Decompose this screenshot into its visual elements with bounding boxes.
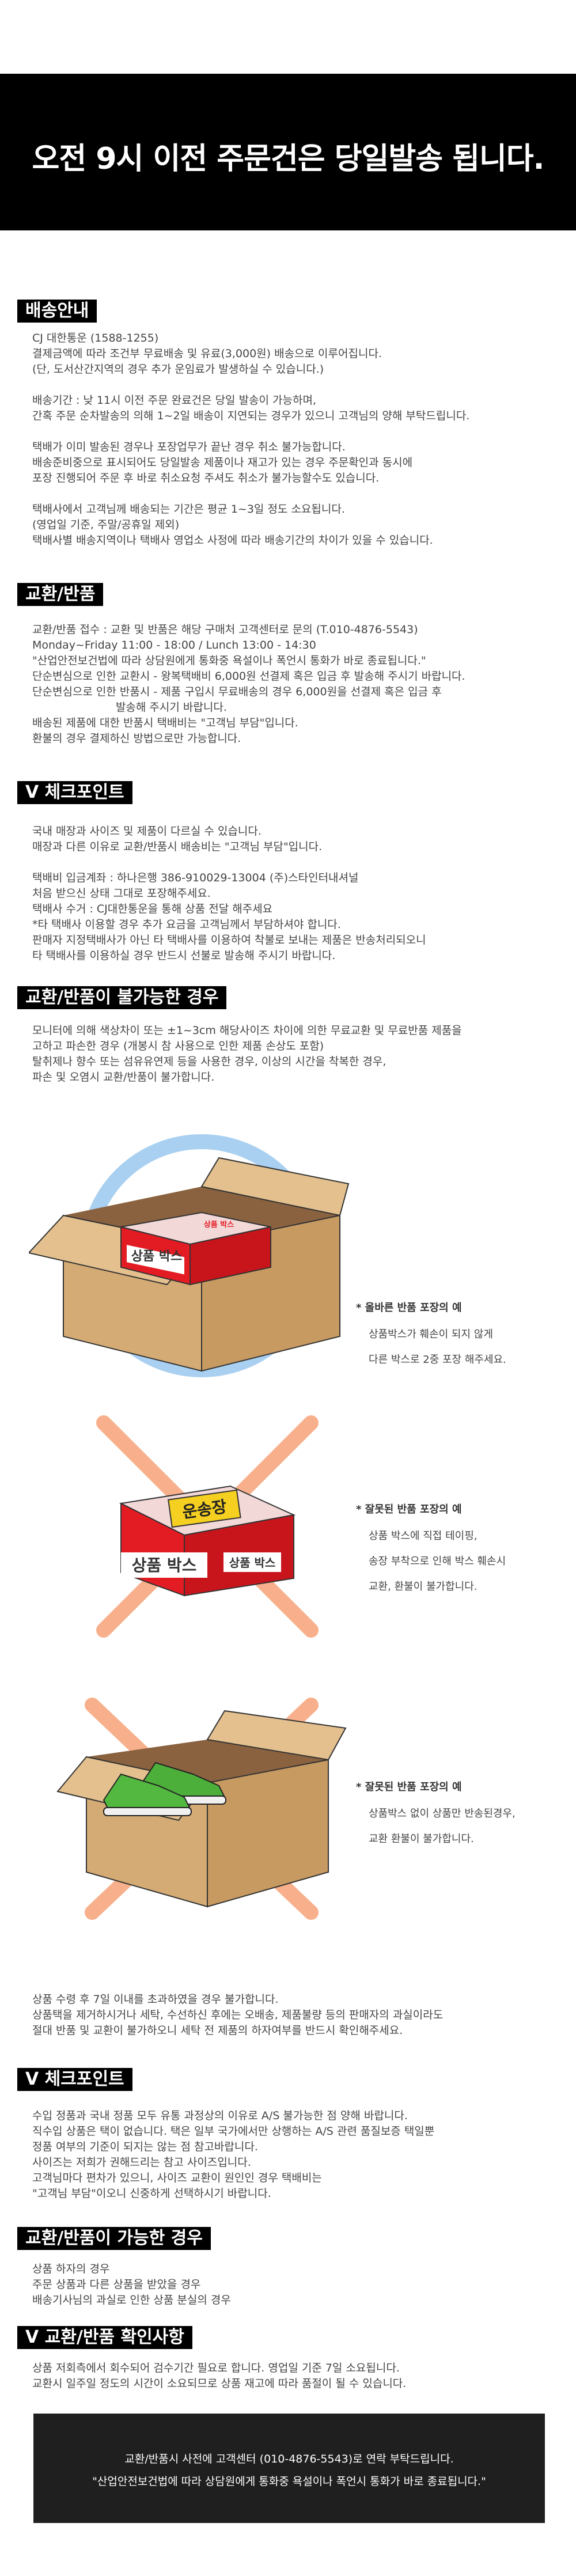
text-line: 교환 환불이 불가합니다. [369,1833,474,1845]
paragraph-gap [32,424,551,440]
outer-box-label: 상품 박스 [131,1249,183,1264]
text-line: 정품 여부의 기준이 되지는 않는 점 참고바랍니다. [32,2141,258,2153]
paragraph-gap [32,486,551,502]
section-title-exchange: 교환/반품 [17,583,104,606]
text-line: 교환시 일주일 정도의 시간이 소요되므로 상품 재고에 따라 품절이 될 수 … [32,2377,407,2390]
text-line: 포장 진행되어 주문 후 바로 취소요청 주셔도 취소가 불가능할수도 있습니다… [32,472,380,484]
text-line: 판매자 지정택배사가 아닌 타 택배사를 이용하여 착불로 보내는 제품은 반송… [32,934,426,946]
text-line: 교환/반품 접수 : 교환 및 반품은 해당 구매처 고객센터로 문의 (T.0… [32,623,418,636]
text-line: 단순변심으로 인한 교환시 - 왕복택배비 6,000원 선결제 혹은 입금 후… [32,670,465,683]
section-title-checkpoint-2: V 체크포인트 [17,2068,132,2091]
after-images-text: 상품 수령 후 7일 이내를 초과하였을 경우 불가합니다. 상품택을 제거하시거… [32,1992,551,2039]
text-line: 상품 수령 후 7일 이내를 초과하였을 경우 불가합니다. [32,1993,279,2006]
text-line: 택배사 수거 : CJ대한통운을 통해 상품 전달 해주세요 [32,903,273,915]
text-line: 상품박스 없이 상품만 반송된경우, [369,1808,516,1820]
text-line: "고객님 부담"이오니 신중하게 선택하시기 바랍니다. [32,2187,271,2200]
no-box-caption: * 잘못된 반품 포장의 예 상품박스 없이 상품만 반송된경우, 교환 환불이 … [356,1780,563,1857]
text-line: 탈취제나 향수 또는 섬유유연제 등을 사용한 경우, 이상의 시간을 착복한 … [32,1055,386,1068]
caption-head: * 올바른 반품 포장의 예 [356,1302,462,1314]
text-line: 배송기간 : 낮 11시 이전 주문 완료건은 당일 발송이 가능하며, [32,394,317,407]
text-line: 상품 박스에 직접 테이핑, [369,1530,478,1542]
paragraph-gap [32,377,551,393]
correct-packing-illustration: 상품 박스 상품 박스 [28,1129,351,1382]
checkpoint-2-text: 수입 정품과 국내 정품 모두 유통 과정상의 이유로 A/S 불가능한 점 양… [32,2108,551,2202]
banner-title: 오전 9시 이전 주문건은 당일발송 됩니다. [32,142,545,176]
text-line: 고하고 파손한 경우 (개봉시 참 사용으로 인한 제품 손상도 포함) [32,1040,324,1052]
text-line: 송장 부착으로 인해 박스 훼손시 [369,1555,506,1567]
text-line: 타 택배사를 이용하실 경우 반드시 선불로 발송해 주시기 바랍니다. [32,949,336,962]
text-line: 택배가 이미 발송된 경우나 포장업무가 끝난 경우 취소 불가능합니다. [32,441,346,453]
text-line: "산업안전보건법에 따라 상담원에게 통화중 욕설이나 폭언시 통화가 바로 종… [32,654,426,667]
text-line: 배송준비중으로 표시되어도 당일발송 제품이나 재고가 있는 경우 주문확인과 … [32,456,413,469]
text-line: 배송된 제품에 대한 반품시 택배비는 "고객님 부담"입니다. [32,717,298,729]
text-line: (영업일 기준, 주말/공휴일 제외) [32,518,180,531]
text-line: 단순변심으로 인한 반품시 - 제품 구입시 무료배송의 경우 6,000원을 … [32,685,442,698]
text-line: 매장과 다른 이유로 교환/반품시 배송비는 "고객님 부담"입니다. [32,840,323,853]
text-line: 환불의 경우 결제하신 방법으로만 가능합니다. [32,732,241,745]
text-line: 간혹 주문 순차발송의 의해 1~2일 배송이 지연되는 경우가 있으니 고객님… [32,410,470,422]
top-banner: 오전 9시 이전 주문건은 당일발송 됩니다. [0,74,576,230]
text-line: 교환, 환불이 불가합니다. [369,1581,478,1593]
side-box-label: 상품 박스 [229,1556,276,1570]
footer-line: 교환/반품시 사전에 고객센터 (010-4876-5543)로 연락 부탁드립… [124,2453,454,2465]
text-line: 직수입 상품은 택이 없습니다. 택은 일부 국가에서만 상행하는 A/S 관련… [32,2125,435,2138]
confirm-text: 상품 저회측에서 회수되어 검수기간 필요로 합니다. 영업일 기준 7일 소요… [32,2361,551,2392]
not-possible-text: 모니터에 의해 색상차이 또는 ±1~3cm 해당사이즈 차이에 의한 무료교환… [32,1023,551,1085]
text-line: 국내 매장과 사이즈 및 제품이 다르실 수 있습니다. [32,825,262,838]
text-line: 택배비 입금계좌 : 하나은행 386-910029-13004 (주)스타인터… [32,872,359,884]
text-line: 상품택을 제거하시거나 세탁, 수선하신 후에는 오배송, 제품불량 등의 판매… [32,2009,444,2021]
text-line: 수입 정품과 국내 정품 모두 유통 과정상의 이유로 A/S 불가능한 점 양… [32,2109,408,2122]
text-line: 상품 저회측에서 회수되어 검수기간 필요로 합니다. 영업일 기준 7일 소요… [32,2362,400,2374]
shipping-text: CJ 대한통운 (1588-1255) 결제금액에 따라 조건부 무료배송 및 유… [32,331,551,548]
text-line: 배송기사님의 과실로 인한 상품 분실의 경우 [32,2294,231,2306]
section-title-possible: 교환/반품이 가능한 경우 [17,2227,211,2250]
taped-box-caption: * 잘못된 반품 포장의 예 상품 박스에 직접 테이핑, 송장 부착으로 인해 … [356,1502,563,1605]
text-line: 파손 및 오염시 교환/반품이 불가합니다. [32,1071,215,1084]
text-line: 상품박스가 훼손이 되지 않게 [369,1328,493,1340]
paragraph-gap [32,855,551,870]
section-title-confirm: V 교환/반품 확인사항 [17,2326,192,2349]
text-line: 모니터에 의해 색상차이 또는 ±1~3cm 해당사이즈 차이에 의한 무료교환… [32,1024,462,1037]
text-line: (단, 도서산간지역의 경우 추가 운임료가 발생하실 수 있습니다.) [32,363,324,376]
text-line: 결제금액에 따라 조건부 무료배송 및 유료(3,000원) 배송으로 이루어집… [32,347,382,360]
text-line: 택배사에서 고객님께 배송되는 기간은 평균 1~3일 정도 소요됩니다. [32,503,345,516]
front-box-label: 상품 박스 [132,1556,197,1575]
caption-head: * 잘못된 반품 포장의 예 [356,1781,462,1793]
text-line: CJ 대한통운 (1588-1255) [32,332,159,344]
checkpoint-1-text: 국내 매장과 사이즈 및 제품이 다르실 수 있습니다. 매장과 다른 이유로 교… [32,824,551,964]
text-line: Monday~Friday 11:00 - 18:00 / Lunch 13:0… [32,639,316,651]
text-line: 사이즈는 저희가 권해드리는 참고 사이즈입니다. [32,2156,251,2169]
text-line: 주문 상품과 다른 상품을 받았을 경우 [32,2278,201,2291]
caption-head: * 잘못된 반품 포장의 예 [356,1503,462,1516]
text-line: 다른 박스로 2중 포장 해주세요. [369,1354,506,1366]
caption-body: 상품박스 없이 상품만 반송된경우, 교환 환불이 불가합니다. [356,1806,563,1847]
text-line: 택배사별 배송지역이나 택배사 영업소 사정에 따라 배송기간의 차이가 있을 … [32,534,433,547]
section-title-shipping: 배송안내 [17,300,97,323]
text-line: 절대 반품 및 교환이 불가하오니 세탁 전 제품의 하자여부를 반드시 확인해… [32,2024,403,2037]
section-title-not-possible: 교환/반품이 불가능한 경우 [17,986,227,1009]
text-line: 발송해 주시기 바랍니다. [32,701,227,714]
taped-box-illustration: 운송장 상품 박스 상품 박스 [86,1406,328,1647]
text-line: 상품 하자의 경우 [32,2263,110,2275]
footer-line: "산업안전보건법에 따라 상담원에게 통화중 욕설이나 폭언시 통화가 바로 종… [92,2475,486,2488]
section-title-checkpoint-1: V 체크포인트 [17,781,132,804]
no-box-illustration [52,1688,351,1930]
text-line: *타 택배사 이용할 경우 추가 요금을 고객님께서 부담하셔야 합니다. [32,918,341,931]
inner-box-label: 상품 박스 [204,1220,234,1229]
footer-notice: 교환/반품시 사전에 고객센터 (010-4876-5543)로 연락 부탁드립… [33,2414,545,2523]
exchange-text: 교환/반품 접수 : 교환 및 반품은 해당 구매처 고객센터로 문의 (T.0… [32,622,551,747]
text-line: 처음 받으신 상태 그대로 포장해주세요. [32,887,211,900]
text-line: 고객님마다 편차가 있으니, 사이즈 교환이 원인인 경우 택배비는 [32,2172,322,2184]
